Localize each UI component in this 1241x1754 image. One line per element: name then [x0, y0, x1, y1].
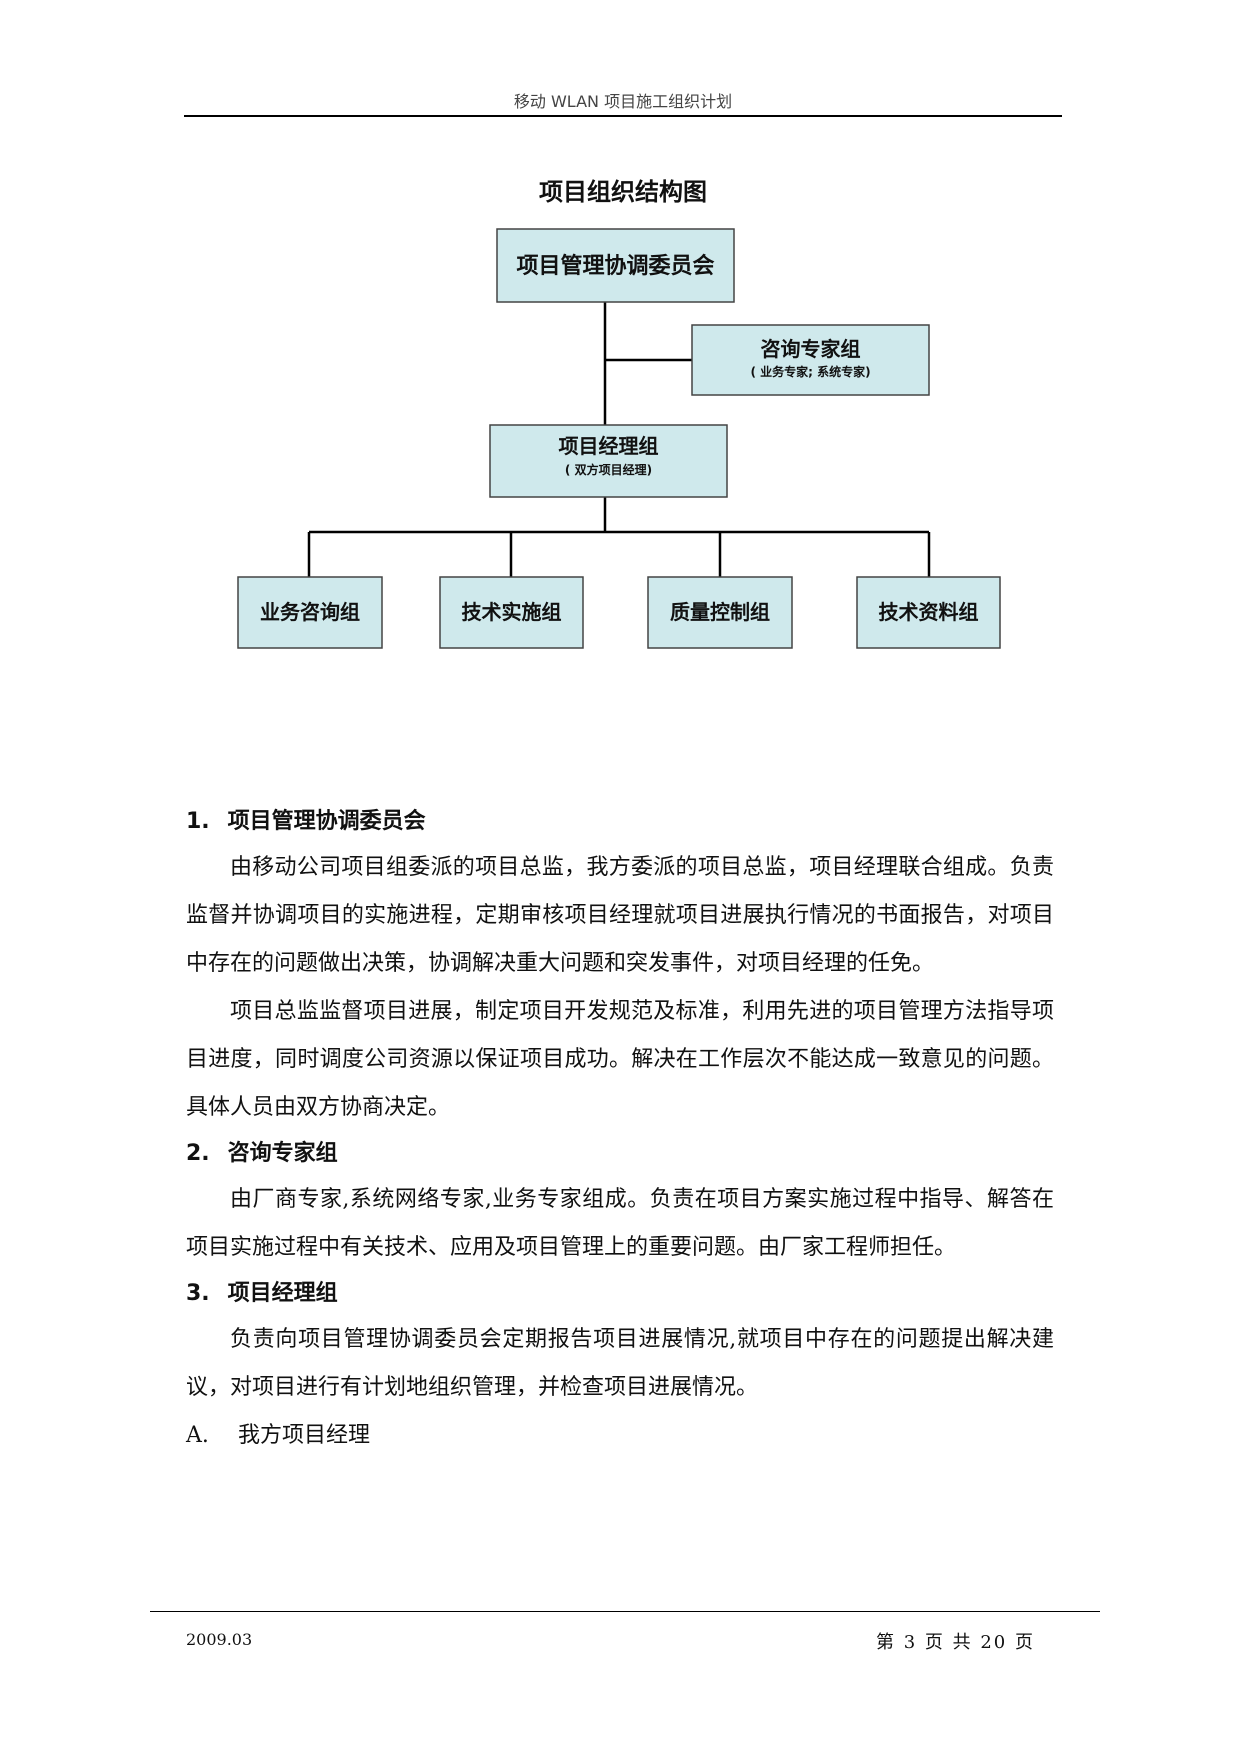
sub-item: A. 我方项目经理	[186, 1412, 1054, 1460]
node-team4: 技术资料组	[856, 576, 1001, 649]
section-title: 项目管理协调委员会	[227, 809, 426, 834]
node-manager: 项目经理组 ( 双方项目经理)	[489, 424, 728, 498]
node-team1-label: 业务咨询组	[260, 600, 360, 624]
node-expert-sub: ( 业务专家; 系统专家)	[750, 364, 870, 379]
paragraph: 由移动公司项目组委派的项目总监，我方委派的项目总监，项目经理联合组成。负责监督并…	[186, 855, 1054, 976]
paragraph: 由厂商专家,系统网络专家,业务专家组成。负责在项目方案实施过程中指导、解答在项目…	[186, 1187, 1054, 1260]
header-rule	[184, 115, 1062, 117]
section-title: 咨询专家组	[227, 1141, 338, 1166]
section-number: 2.	[186, 1141, 210, 1166]
org-chart-connectors	[307, 302, 931, 577]
footer-rule	[150, 1611, 1100, 1612]
paragraph: 负责向项目管理协调委员会定期报告项目进展情况,就项目中存在的问题提出解决建议，对…	[186, 1327, 1054, 1400]
section-number: 3.	[186, 1281, 210, 1306]
org-chart-title: 项目组织结构图	[539, 178, 707, 206]
node-team3: 质量控制组	[647, 576, 793, 649]
node-team2-label: 技术实施组	[462, 600, 562, 624]
node-committee-box	[496, 228, 735, 303]
node-team1: 业务咨询组	[237, 576, 383, 649]
node-team4-label: 技术资料组	[879, 600, 979, 624]
node-expert: 咨询专家组 ( 业务专家; 系统专家)	[691, 324, 930, 396]
section-heading: 2. 咨询专家组	[186, 1132, 1054, 1176]
node-expert-label: 咨询专家组	[761, 337, 861, 361]
footer-page-number: 第 3 页 共 20 页	[876, 1632, 1035, 1653]
node-team3-label: 质量控制组	[670, 600, 770, 624]
node-committee-label: 项目管理协调委员会	[516, 253, 714, 279]
node-team3-box	[647, 576, 793, 649]
node-committee: 项目管理协调委员会	[496, 228, 735, 303]
node-team2-box	[439, 576, 584, 649]
node-team1-box	[237, 576, 383, 649]
paragraph: 项目总监监督项目进展，制定项目开发规范及标准，利用先进的项目管理方法指导项目进度…	[186, 999, 1054, 1120]
sub-item-letter: A.	[186, 1423, 209, 1448]
org-chart: 项目管理协调委员会 咨询专家组 ( 业务专家; 系统专家) 项目经理组 ( 双方…	[237, 228, 1001, 649]
node-manager-box	[489, 424, 728, 498]
node-expert-box	[691, 324, 930, 396]
section-expert: 2. 咨询专家组 由厂商专家,系统网络专家,业务专家组成。负责在项目方案实施过程中…	[186, 1132, 1054, 1272]
section-heading: 1. 项目管理协调委员会	[186, 800, 1054, 844]
node-team4-box	[856, 576, 1001, 649]
section-heading: 3. 项目经理组	[186, 1272, 1054, 1316]
page-header-title: 移动 WLAN 项目施工组织计划	[513, 92, 733, 111]
sub-item-text: 我方项目经理	[238, 1423, 371, 1448]
section-manager: 3. 项目经理组 负责向项目管理协调委员会定期报告项目进展情况,就项目中存在的问题…	[186, 1272, 1054, 1460]
document-body: 1. 项目管理协调委员会 由移动公司项目组委派的项目总监，我方委派的项目总监，项目…	[186, 800, 1054, 1460]
node-team2: 技术实施组	[439, 576, 584, 649]
section-title: 项目经理组	[227, 1281, 338, 1306]
node-manager-sub: ( 双方项目经理)	[565, 462, 652, 477]
footer-date: 2009.03	[186, 1630, 253, 1649]
node-manager-label: 项目经理组	[559, 434, 659, 458]
section-number: 1.	[186, 809, 210, 834]
section-committee: 1. 项目管理协调委员会 由移动公司项目组委派的项目总监，我方委派的项目总监，项目…	[186, 800, 1054, 1132]
